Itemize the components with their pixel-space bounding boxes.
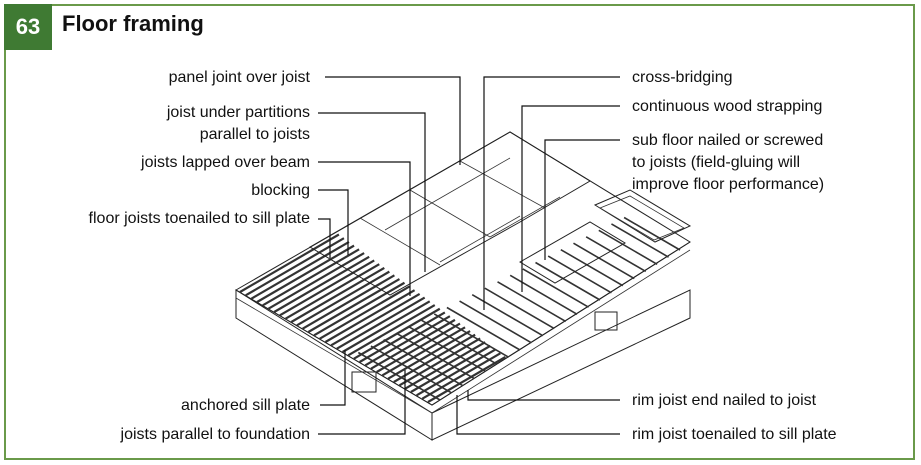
label-joists-parallel: joists parallel to foundation bbox=[120, 426, 310, 443]
joist bbox=[446, 306, 521, 351]
label-rim-end-nailed: rim joist end nailed to joist bbox=[632, 392, 817, 409]
subfloor-panels bbox=[309, 131, 626, 296]
joist bbox=[302, 274, 395, 330]
joist bbox=[357, 351, 441, 401]
joist bbox=[381, 326, 466, 377]
joist bbox=[484, 287, 555, 330]
figure-title: Floor framing bbox=[62, 11, 204, 36]
floor-joists bbox=[239, 216, 681, 403]
joist bbox=[341, 300, 431, 353]
joist bbox=[497, 281, 567, 323]
joist bbox=[560, 248, 624, 287]
label-anchored-sill: anchored sill plate bbox=[181, 397, 310, 414]
joist bbox=[611, 223, 669, 258]
joist bbox=[585, 236, 647, 273]
joist bbox=[324, 289, 416, 343]
joist bbox=[427, 356, 506, 403]
label-sub-floor-line1: sub floor nailed or screwed bbox=[632, 132, 823, 149]
joist bbox=[267, 252, 365, 310]
joist bbox=[509, 274, 578, 315]
joist bbox=[421, 352, 501, 400]
joist bbox=[535, 261, 601, 301]
joist bbox=[459, 300, 532, 344]
joist bbox=[336, 296, 426, 350]
joist bbox=[347, 304, 436, 357]
joist bbox=[416, 348, 496, 397]
joist bbox=[262, 248, 360, 307]
joist bbox=[623, 216, 681, 251]
leader-lines-left bbox=[318, 76, 461, 435]
label-sub-floor-line2: to joists (field-gluing will bbox=[632, 154, 800, 171]
joist bbox=[256, 244, 355, 303]
joist bbox=[370, 345, 452, 394]
joist bbox=[307, 278, 400, 333]
joist bbox=[421, 319, 498, 365]
joist bbox=[376, 322, 461, 373]
joist bbox=[410, 344, 491, 393]
joist bbox=[296, 270, 390, 327]
label-joist-under-partitions-line1: joist under partitions bbox=[166, 104, 310, 121]
foundation-wall bbox=[235, 289, 691, 441]
label-sub-floor-line3: improve floor performance) bbox=[632, 176, 824, 193]
joist bbox=[313, 281, 406, 337]
joist bbox=[395, 332, 475, 380]
foundation-vent bbox=[351, 371, 377, 393]
joist bbox=[393, 333, 476, 383]
joist bbox=[598, 229, 658, 265]
label-rim-toenailed: rim joist toenailed to sill plate bbox=[632, 426, 837, 443]
joist bbox=[273, 255, 370, 313]
joist bbox=[547, 255, 612, 294]
joist bbox=[279, 259, 375, 317]
joist bbox=[319, 285, 411, 340]
foundation-vent bbox=[594, 311, 618, 331]
floor-deck bbox=[235, 131, 691, 414]
joist bbox=[285, 263, 380, 320]
joist bbox=[522, 268, 589, 308]
label-joists-lapped: joists lapped over beam bbox=[140, 154, 310, 171]
joist bbox=[573, 242, 635, 280]
figure-number-badge: 63 bbox=[4, 4, 52, 50]
joist bbox=[290, 266, 385, 323]
joist bbox=[250, 240, 350, 300]
joist bbox=[370, 318, 456, 370]
label-panel-joint: panel joint over joist bbox=[169, 69, 311, 86]
joist bbox=[433, 313, 509, 358]
joist bbox=[383, 338, 464, 387]
floor-opening bbox=[593, 189, 692, 243]
labels-left: panel joint over joist joist under parti… bbox=[89, 69, 311, 443]
label-blocking: blocking bbox=[251, 182, 310, 199]
joist bbox=[330, 292, 421, 347]
label-toenailed: floor joists toenailed to sill plate bbox=[89, 210, 311, 227]
joist bbox=[364, 315, 451, 367]
leader-lines-right bbox=[456, 76, 620, 435]
labels-right: cross-bridging continuous wood strapping… bbox=[632, 69, 837, 443]
joist bbox=[408, 326, 487, 373]
label-wood-strapping: continuous wood strapping bbox=[632, 98, 822, 115]
label-joist-under-partitions-line2: parallel to joists bbox=[200, 126, 310, 143]
joist bbox=[245, 237, 345, 297]
joist bbox=[239, 233, 340, 293]
joist bbox=[387, 330, 471, 380]
label-cross-bridging: cross-bridging bbox=[632, 69, 732, 86]
